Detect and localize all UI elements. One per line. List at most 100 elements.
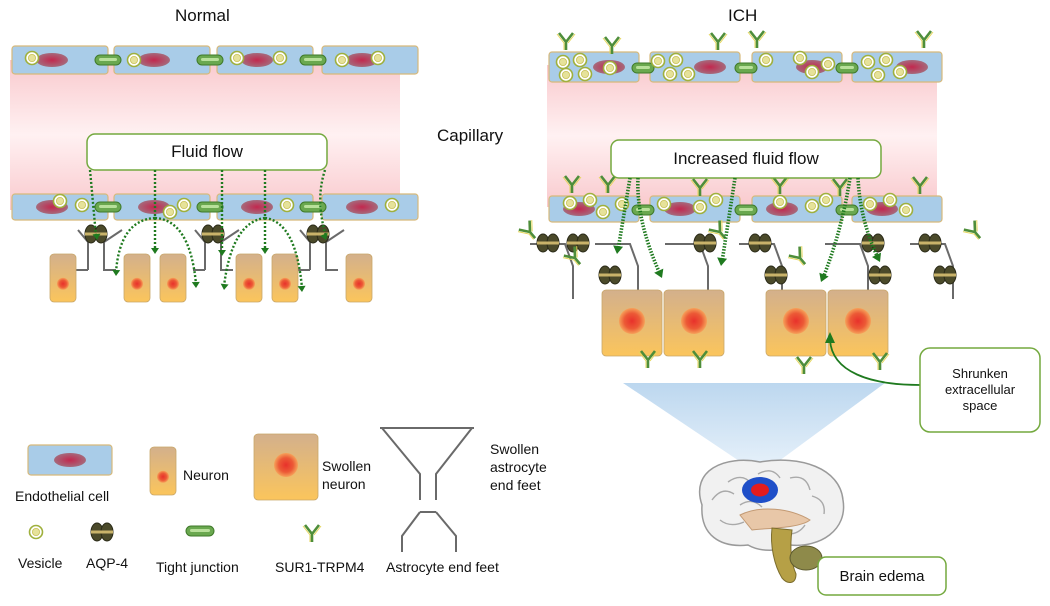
shrunken-line1: Shrunken	[952, 366, 1008, 381]
legend-swollen-feet-line1: Swollen	[490, 441, 540, 457]
aqp4-band	[567, 241, 589, 245]
sur1-trpm4-icon	[562, 246, 582, 266]
vesicle-core	[337, 56, 346, 65]
normal-title: Normal	[175, 6, 230, 25]
vesicle-core	[808, 68, 817, 77]
endothelial-nucleus	[54, 453, 86, 467]
sur1-stroke	[518, 220, 537, 239]
vesicle-core	[874, 71, 883, 80]
legend-swollen-feet-label: Swollen astrocyte end feet	[490, 440, 547, 494]
increased-flow-arrow	[720, 177, 737, 263]
aqp4-band	[765, 273, 787, 277]
sur1-stroke-inner	[562, 246, 579, 266]
sur1-stroke-inner	[562, 176, 582, 193]
neuron-nucleus	[167, 277, 179, 290]
aqp4-band	[869, 273, 891, 277]
legend-swollen-neuron-line2: neuron	[322, 476, 366, 492]
astrocyte-foot	[595, 243, 639, 299]
flow-arrowhead	[717, 257, 728, 266]
vesicle-core	[672, 56, 681, 65]
sur1-stroke-inner	[707, 220, 724, 240]
increased-fluid-flow-box	[610, 139, 882, 179]
sur1-trpm4-icon	[794, 356, 814, 374]
astrocyte-foot	[665, 243, 709, 299]
capillary-label: Capillary	[437, 126, 504, 145]
swollen-neuron-nucleus	[681, 308, 707, 334]
sur1-trpm4-icon	[302, 524, 322, 542]
sur1-trpm4-icon	[690, 178, 710, 196]
flow-arrow	[154, 216, 198, 285]
sur1-stroke	[915, 30, 933, 48]
swollen-neuron-nucleus	[619, 308, 645, 334]
legend-tight-junction-label: Tight junction	[156, 559, 239, 575]
legend	[27, 427, 474, 552]
legend-vesicle-label: Vesicle	[18, 555, 63, 571]
vesicle-core	[56, 196, 65, 205]
shrunken-line2: extracellular	[944, 382, 1016, 397]
vesicle-core	[824, 60, 833, 69]
endothelial-nucleus	[346, 53, 378, 67]
sur1-trpm4-icon	[517, 220, 537, 240]
sur1-trpm4-icon	[598, 175, 618, 193]
shrunken-line3: space	[962, 398, 998, 413]
tight-junction-shine	[304, 205, 322, 208]
vesicle-core	[179, 200, 188, 209]
sur1-stroke	[708, 220, 727, 239]
sur1-stroke-inner	[962, 220, 979, 240]
sur1-trpm4-icon	[910, 176, 930, 194]
endothelial-row-normal-top	[11, 45, 419, 75]
callout-arrowhead	[825, 332, 835, 343]
aqp4-band	[919, 241, 941, 245]
sur1-stroke	[871, 352, 889, 370]
vesicle-core	[882, 56, 891, 65]
tight-junction-shine	[840, 66, 854, 69]
sur1-stroke	[599, 175, 617, 193]
vesicle-core	[796, 54, 805, 63]
vesicle-core	[32, 528, 41, 537]
flow-arrowhead	[819, 272, 829, 282]
vesicle-core	[566, 198, 575, 207]
fluid-flow-label: Fluid flow	[171, 142, 243, 161]
flow-arrowhead	[320, 232, 328, 240]
sur1-stroke	[691, 350, 709, 368]
neuron-nucleus	[57, 277, 69, 290]
legend-swollen-neuron-nucleus	[274, 453, 298, 477]
vesicle-core	[232, 54, 241, 63]
sur1-stroke	[691, 178, 709, 196]
endothelial-nucleus	[138, 53, 170, 67]
neuron-nucleus	[279, 277, 291, 290]
aqp4-band	[749, 241, 771, 245]
sur1-stroke	[563, 246, 582, 265]
vesicle-core	[902, 205, 911, 214]
vesicle-core	[886, 195, 895, 204]
increased-fluid-flow-label: Increased fluid flow	[673, 149, 819, 168]
tight-junction-shine	[99, 58, 117, 61]
sur1-trpm4-icon	[707, 220, 727, 240]
flow-arrow	[319, 169, 328, 237]
vesicle-core	[654, 57, 663, 66]
aqp4-band	[599, 273, 621, 277]
aqp4-band	[91, 530, 113, 534]
vesicle-core	[696, 202, 705, 211]
vesicle-core	[864, 58, 873, 67]
astrocyte-foot	[825, 243, 869, 299]
sur1-stroke-inner	[556, 33, 576, 50]
vesicle-core	[165, 207, 174, 216]
neuron-nucleus	[353, 277, 365, 290]
flow-arrowhead	[297, 285, 306, 292]
vesicle-core	[586, 195, 595, 204]
callout-arrow	[829, 339, 921, 386]
brain-icon	[699, 459, 845, 583]
legend-swollen-neuron-line1: Swollen	[322, 458, 372, 474]
flow-arrowhead	[151, 248, 159, 254]
vesicle-core	[660, 199, 669, 208]
sur1-stroke	[303, 524, 321, 542]
endothelial-row-ich-top	[548, 30, 943, 83]
vesicle-core	[387, 200, 396, 209]
neuron-nucleus	[157, 470, 169, 483]
sur1-trpm4-icon	[690, 350, 710, 368]
flow-arrowhead	[871, 252, 881, 262]
tight-junction-shine	[636, 66, 650, 69]
sur1-stroke	[795, 356, 813, 374]
